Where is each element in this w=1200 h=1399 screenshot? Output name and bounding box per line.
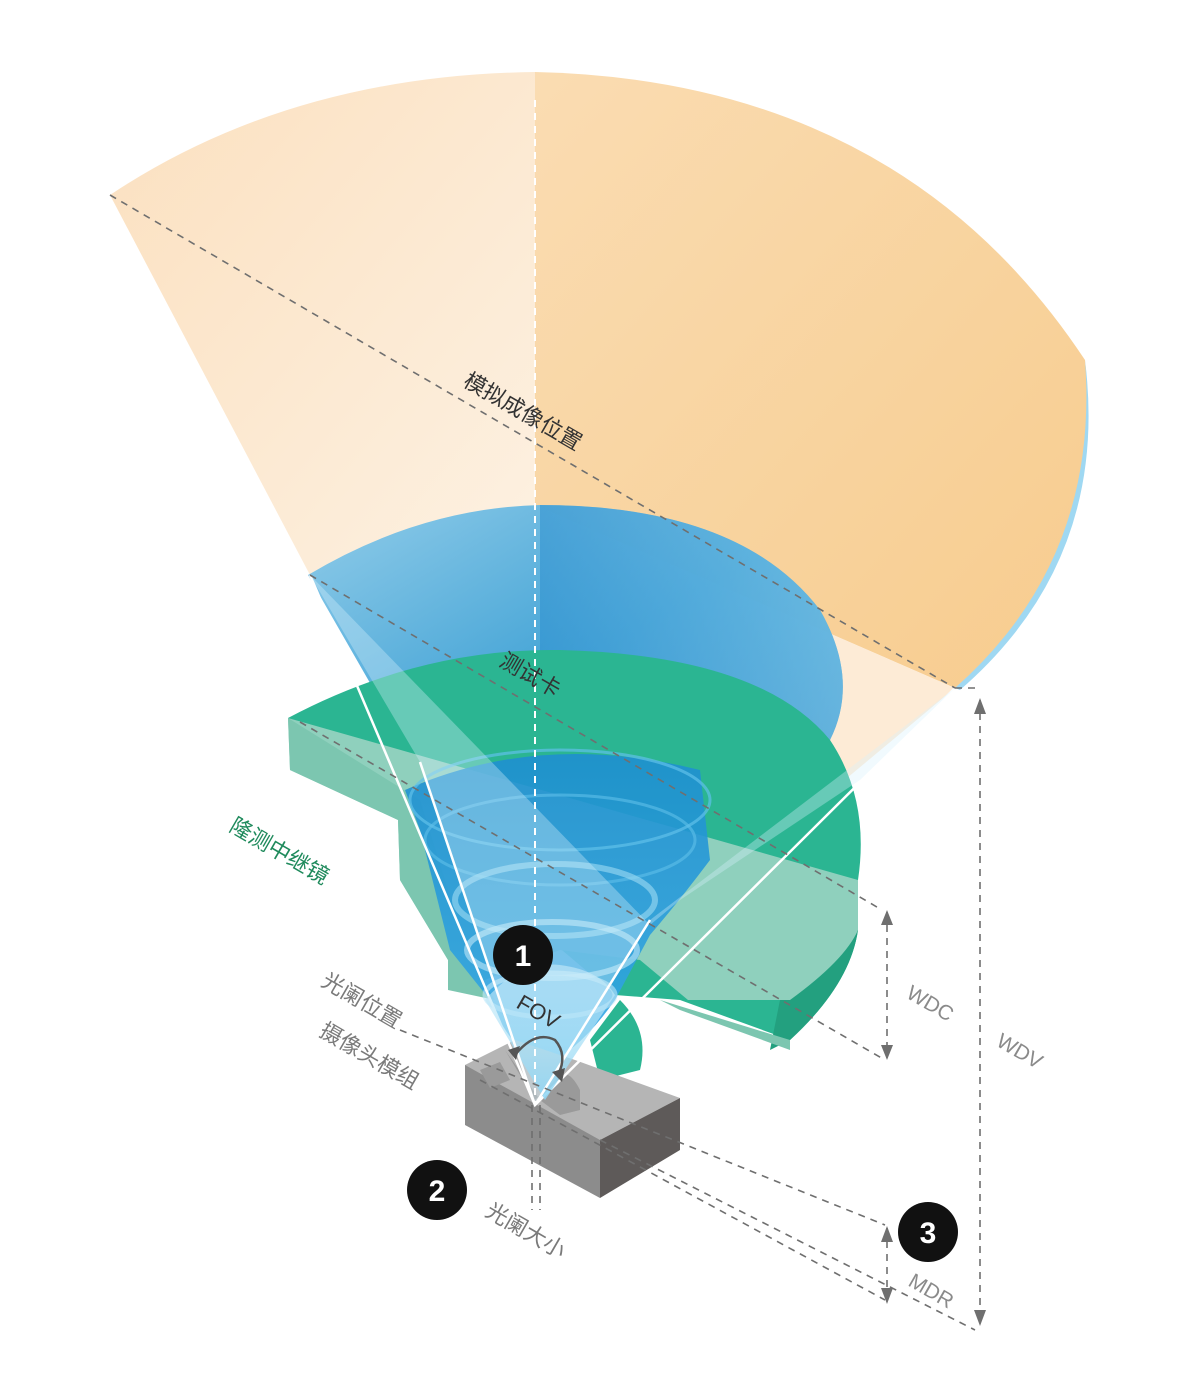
label-wdv: WDV: [993, 1029, 1047, 1073]
label-camera-module: 摄像头模组: [316, 1018, 424, 1095]
badge-1-label: 1: [515, 940, 532, 973]
dimension-wdc: [881, 910, 893, 1060]
label-relay-lens: 隆测中继镜: [226, 813, 334, 890]
label-mdr: MDR: [905, 1269, 958, 1313]
badge-3-label: 3: [920, 1217, 937, 1250]
camera-module: [465, 1040, 680, 1198]
badge-1: 1: [493, 925, 553, 985]
label-aperture-size: 光阑大小: [482, 1198, 571, 1264]
badge-2: 2: [407, 1160, 467, 1220]
dimension-wdv: [974, 698, 986, 1326]
badge-3: 3: [898, 1202, 958, 1262]
dimension-mdr: [881, 1226, 893, 1304]
fov-arc-icon: [508, 1035, 565, 1082]
label-wdc: WDC: [903, 981, 958, 1026]
badge-2-label: 2: [429, 1175, 446, 1208]
